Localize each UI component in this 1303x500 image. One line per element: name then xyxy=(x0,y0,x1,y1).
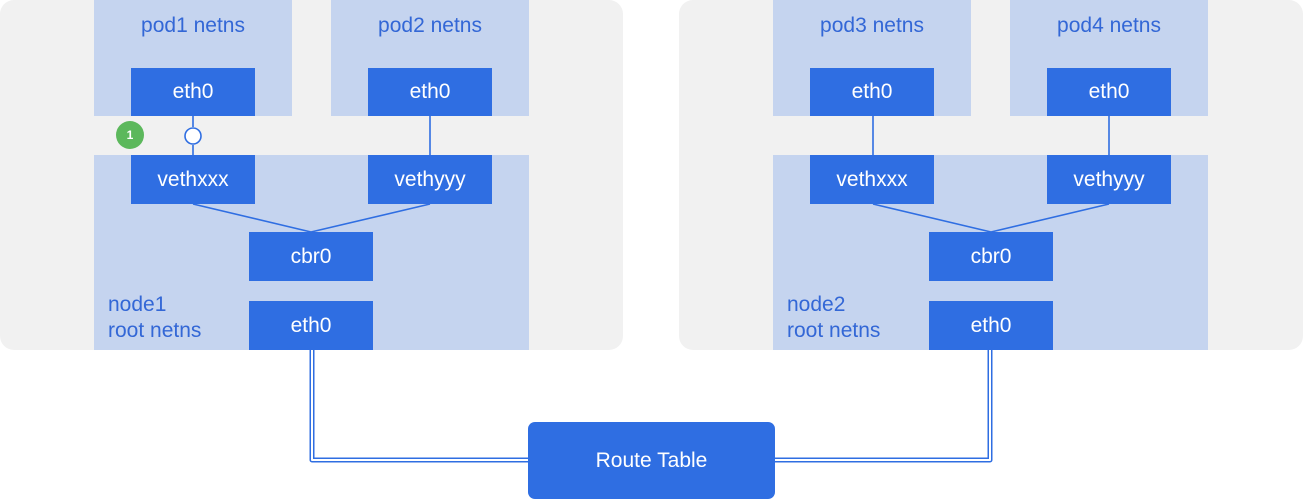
node1-uplink-inner xyxy=(311,350,530,461)
node2-cbr0: cbr0 xyxy=(929,232,1053,281)
node1-root-netns-label: node1 root netns xyxy=(108,293,202,342)
node2-eth0: eth0 xyxy=(929,301,1053,350)
pod1-eth0: eth0 xyxy=(131,68,255,116)
node2-uplink-outer xyxy=(773,350,993,463)
node1-vethxxx: vethxxx xyxy=(131,155,255,204)
pod3-eth0: eth0 xyxy=(810,68,934,116)
node1-vethyyy: vethyyy xyxy=(368,155,492,204)
pod3-netns-label: pod3 netns xyxy=(820,14,924,37)
pod1-netns-label: pod1 netns xyxy=(141,14,245,37)
node1-eth0: eth0 xyxy=(249,301,373,350)
node2-vethxxx: vethxxx xyxy=(810,155,934,204)
pod2-netns-label: pod2 netns xyxy=(378,14,482,37)
pod2-eth0: eth0 xyxy=(368,68,492,116)
pod4-eth0: eth0 xyxy=(1047,68,1171,116)
node1-uplink-outer xyxy=(309,350,530,463)
node2-uplink-inner xyxy=(773,350,991,461)
pod4-netns-label: pod4 netns xyxy=(1057,14,1161,37)
node1-cbr0: cbr0 xyxy=(249,232,373,281)
node2-root-netns-label: node2 root netns xyxy=(787,293,881,342)
step-badge: 1 xyxy=(116,121,144,149)
route-table: Route Table xyxy=(528,422,775,499)
node2-vethyyy: vethyyy xyxy=(1047,155,1171,204)
